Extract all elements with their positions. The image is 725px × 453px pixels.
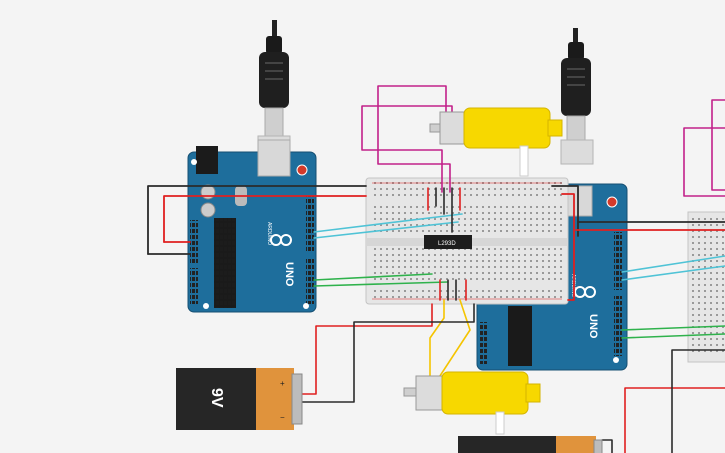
wire-green	[313, 273, 433, 281]
wire-black	[147, 185, 367, 255]
wire-magenta	[361, 105, 453, 193]
dc-motor-bottom[interactable]	[403, 371, 541, 435]
battery-label: 9V	[208, 388, 225, 408]
board-brand-label: ARDUINO	[266, 222, 272, 245]
wire-green	[621, 325, 725, 331]
wire-green	[621, 333, 725, 339]
breadboard-main[interactable]: L293D	[365, 177, 569, 305]
battery-minus: −	[280, 413, 285, 422]
l293d-chip[interactable]: L293D	[424, 235, 472, 249]
arduino-logo	[270, 234, 292, 246]
wire-red	[624, 387, 725, 453]
wire-black	[551, 185, 579, 237]
battery-9v-partial[interactable]	[458, 436, 603, 453]
dc-motor-top[interactable]	[429, 107, 563, 177]
wire-black	[299, 303, 475, 403]
arduino-logo	[574, 286, 596, 298]
wires	[147, 85, 725, 453]
board-brand-label: ARDUINO	[570, 274, 576, 297]
breadboard-right-partial[interactable]	[687, 211, 725, 363]
wire-yellow	[435, 299, 471, 383]
wire-yellow	[429, 299, 445, 377]
wire-cyan	[621, 265, 725, 281]
wire-magenta	[683, 127, 725, 197]
wire-magenta	[711, 99, 725, 191]
wire-green	[313, 281, 449, 287]
board-model-label: UNO	[283, 262, 295, 287]
usb-cable-right[interactable]	[560, 28, 594, 165]
wire-red	[561, 193, 575, 301]
wire-cyan	[313, 221, 459, 239]
wire-red	[299, 303, 433, 395]
wire-cyan	[621, 255, 725, 273]
battery-plus: +	[280, 379, 285, 388]
wire-cyan	[313, 213, 463, 233]
wire-red	[163, 195, 367, 243]
arduino-uno-left[interactable]: UNO ARDUINO	[187, 139, 317, 313]
board-model-label: UNO	[587, 314, 599, 339]
wire-black	[601, 439, 613, 453]
wire-black	[671, 349, 725, 453]
battery-9v[interactable]: 9V + −	[176, 368, 303, 430]
wire-magenta	[377, 85, 451, 193]
chip-label: L293D	[438, 241, 456, 247]
